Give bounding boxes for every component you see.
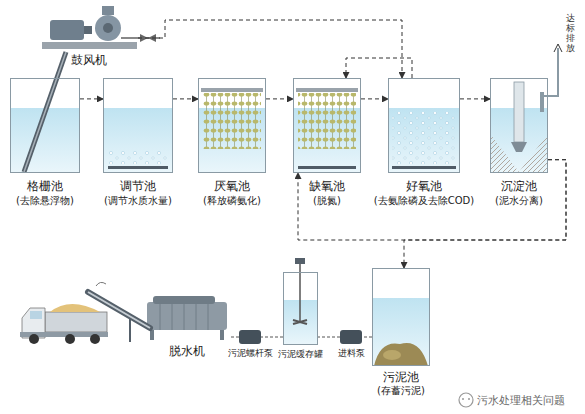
node-name: 进料泵 [337,348,366,359]
node-description: (调节水质水量) [103,195,173,207]
node-name: 污泥池 [382,370,420,384]
flow-connector [298,160,566,240]
node-description: (释放磷氨化) [202,195,262,207]
tank: 沉淀池(泥水分离) [490,78,548,173]
flow-connector [361,98,388,99]
buffer-tank: 污泥缓存罐 [283,272,318,345]
outlet-note: 达标排放 [566,14,575,54]
node-name: 调节池 [119,179,157,193]
blower: 鼓风机 [40,6,138,50]
dewatering-machine: 脱水机 [145,294,229,340]
tank: 缺氧池(脱氮) [293,78,361,173]
node-name: 脱水机 [168,344,206,358]
node-description: (存蓄污泥) [376,385,426,397]
flow-connector [346,58,412,78]
flow-connector [404,160,566,268]
node-name: 格栅池 [26,179,64,193]
tank: 格栅池(去除悬浮物) [10,78,80,173]
flow-connector [80,98,103,99]
tank: 厌氧池(释放磷氨化) [198,78,266,173]
node-name: 沉淀池 [500,179,538,193]
node-description: (去除悬浮物) [15,195,75,207]
pump: 进料泵 [340,330,362,344]
flow-connector [266,98,293,99]
flow-connector [318,337,340,338]
node-name: 厌氧池 [213,179,251,193]
node-description: (脱氮) [312,195,342,207]
flow-connector [362,337,372,338]
sludge-tank: 污泥池(存蓄污泥) [372,268,430,366]
node-name: 污泥缓存罐 [277,349,324,360]
tank: 调节池(调节水质水量) [103,78,173,173]
node-name: 污泥螺杆泵 [227,348,274,359]
flow-connector [173,98,198,99]
node-description: (去氨除磷及去除COD) [373,195,475,207]
watermark: 污水处理相关问题 [477,393,565,408]
pump: 污泥螺杆泵 [239,330,261,344]
flow-connector [229,337,239,338]
flow-connector [138,20,402,78]
node-name: 鼓风机 [70,53,108,67]
flow-connector [460,98,490,99]
flow-connector [261,337,283,338]
node-name: 缺氧池 [308,179,346,193]
node-name: 好氧池 [405,179,443,193]
tank: 好氧池(去氨除磷及去除COD) [388,78,460,173]
node-description: (泥水分离) [494,195,544,207]
